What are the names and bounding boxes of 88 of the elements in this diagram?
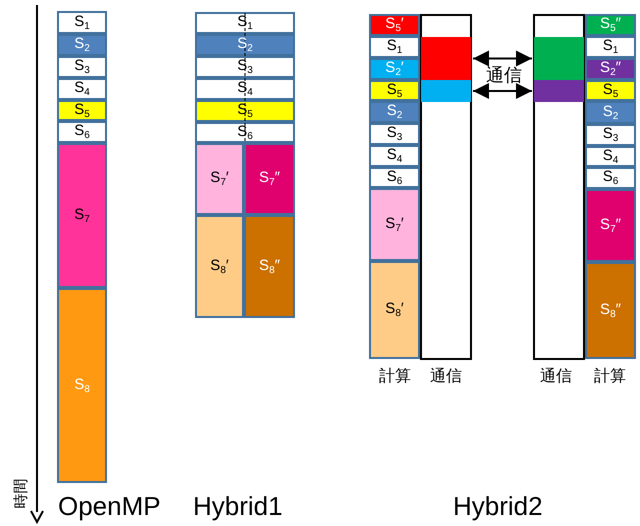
step-label: S$_{2}$ — [386, 103, 402, 121]
step-label: S$_{3}$ — [386, 125, 402, 143]
step-box — [585, 262, 636, 359]
step-label: S$_{6}$ — [74, 123, 90, 141]
step-box — [585, 58, 636, 80]
double-arrow — [473, 50, 532, 66]
column-title: OpenMP — [58, 493, 161, 519]
step-box — [57, 11, 107, 34]
step-box — [369, 58, 420, 80]
step-label: S$_{2}$′ — [385, 60, 404, 78]
step-box — [369, 36, 420, 58]
step-box — [585, 80, 636, 101]
step-box — [585, 101, 636, 124]
step-box — [57, 100, 107, 121]
column-title: Hybrid1 — [193, 493, 283, 519]
step-box — [369, 261, 420, 359]
step-label: S$_{7}$ — [74, 206, 90, 224]
step-label: S$_{6}$ — [602, 169, 618, 187]
step-label: S$_{4}$ — [602, 148, 618, 166]
step-box — [195, 143, 244, 215]
step-box — [585, 124, 636, 146]
step-label: S$_{6}$ — [386, 168, 402, 186]
step-box — [244, 143, 295, 215]
step-box — [585, 167, 636, 189]
step-label: S$_{3}$ — [74, 58, 90, 76]
step-label: S$_{8}$″ — [259, 258, 280, 276]
step-box — [369, 14, 420, 36]
step-box — [369, 80, 420, 101]
step-label: S$_{5}$ — [602, 82, 618, 100]
communication-label: 通信 — [540, 369, 572, 385]
step-label: S$_{7}$″ — [259, 170, 280, 188]
step-label: S$_{8}$ — [74, 376, 90, 394]
step-label: S$_{5}$′ — [385, 16, 404, 34]
step-box — [585, 36, 636, 58]
step-box — [369, 145, 420, 167]
step-label: S$_{4}$ — [74, 80, 90, 98]
step-box — [585, 14, 636, 36]
step-box — [57, 34, 107, 56]
step-label: S$_{8}$″ — [600, 302, 621, 320]
step-label: S$_{7}$″ — [600, 216, 621, 234]
communication-label: 通信 — [430, 369, 462, 385]
step-box — [369, 188, 420, 261]
step-label: S$_{4}$ — [386, 147, 402, 165]
step-box — [585, 146, 636, 167]
communication-block — [421, 37, 471, 80]
communication-block — [534, 80, 584, 102]
step-box — [585, 189, 636, 262]
step-label: S$_{2}$″ — [600, 60, 621, 78]
step-box — [369, 167, 420, 188]
step-box — [195, 12, 295, 34]
step-label: S$_{7}$′ — [385, 216, 404, 234]
step-label: S$_{5}$ — [74, 102, 90, 120]
step-box — [195, 215, 244, 318]
step-box — [57, 288, 107, 483]
axis-label: 時間 — [14, 478, 28, 508]
step-box — [195, 78, 295, 100]
step-label: S$_{8}$′ — [210, 258, 229, 276]
step-box — [195, 122, 295, 143]
step-label: S$_{5}$ — [386, 82, 402, 100]
step-box — [244, 215, 295, 318]
step-box — [195, 34, 295, 56]
step-label: S$_{7}$′ — [210, 170, 229, 188]
communication-column — [420, 14, 472, 360]
step-label: S$_{2}$ — [74, 36, 90, 54]
double-arrow — [473, 83, 532, 99]
communication-column — [533, 14, 585, 360]
step-label: S$_{1}$ — [386, 38, 402, 56]
step-box — [369, 101, 420, 123]
compute-label: 計算 — [379, 369, 411, 385]
step-label: S$_{8}$′ — [385, 301, 404, 319]
step-box — [195, 100, 295, 122]
step-box — [195, 56, 295, 78]
step-box — [57, 56, 107, 78]
step-label: S$_{1}$ — [74, 14, 90, 32]
communication-block — [421, 80, 471, 102]
step-label: S$_{2}$ — [237, 36, 253, 54]
step-label: S$_{3}$ — [602, 126, 618, 144]
step-label: S$_{1}$ — [602, 38, 618, 56]
communication-label: 通信 — [486, 66, 522, 84]
step-label: S$_{5}$″ — [600, 16, 621, 34]
step-box — [369, 123, 420, 145]
step-box — [57, 143, 107, 288]
step-label: S$_{2}$ — [602, 104, 618, 122]
step-box — [57, 121, 107, 143]
step-box — [57, 78, 107, 100]
column-title: Hybrid2 — [453, 493, 543, 519]
compute-label: 計算 — [594, 369, 626, 385]
communication-block — [534, 37, 584, 80]
